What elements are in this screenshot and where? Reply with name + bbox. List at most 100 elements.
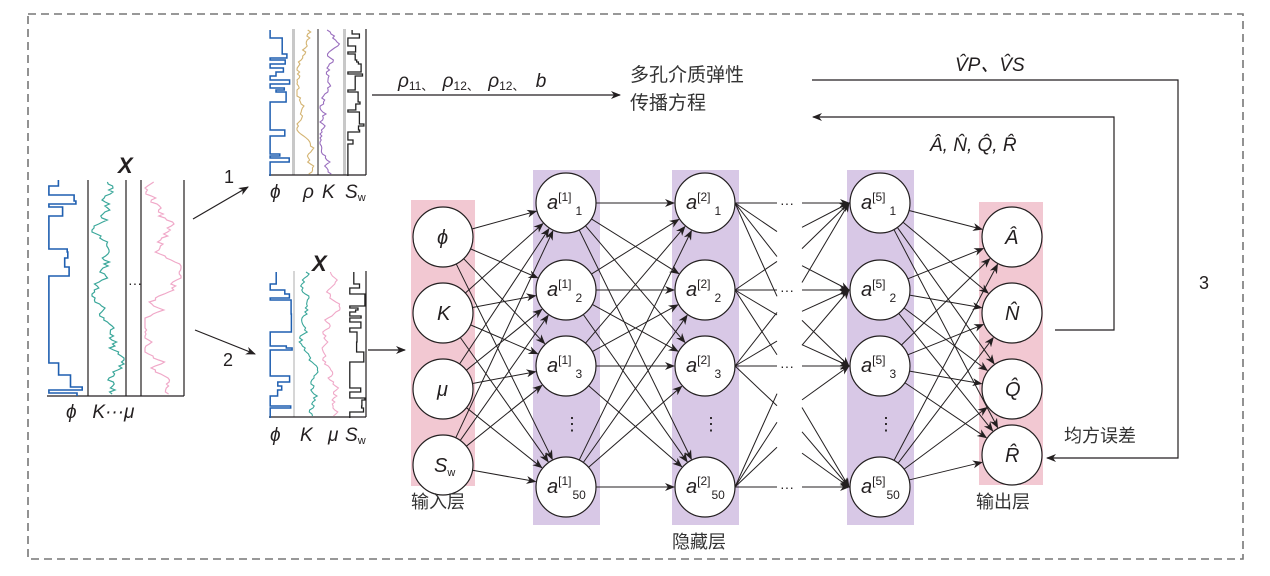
nodes: ϕKμSwa[1]1a[1]2a[1]3a[1]50⋮a[2]1a[2]2a[2… [412, 172, 1043, 518]
permeability-curve [298, 271, 319, 417]
connection-edge [901, 257, 991, 346]
sw-base: S [345, 425, 358, 446]
connection-stub [734, 421, 778, 488]
path-2-arrow [194, 329, 256, 355]
permeability-curve [91, 181, 126, 395]
connection-edge [466, 384, 543, 447]
connection-edge [459, 337, 549, 463]
input-node [412, 282, 474, 344]
connection-edge [908, 209, 983, 231]
connection-edge [909, 370, 983, 387]
param-sep: 、 [467, 79, 479, 93]
horizontal-ellipsis: ··· [780, 479, 794, 495]
saturation-curve [347, 30, 365, 176]
mu-curve [144, 181, 182, 395]
equation-line-2: 传播方程 [630, 92, 706, 114]
hidden-node [674, 335, 736, 397]
connection-edge [904, 382, 988, 439]
source-logs-title: X [116, 153, 134, 178]
connection-stub [734, 393, 778, 488]
output-node [981, 358, 1043, 420]
porosity-curve [48, 180, 83, 396]
hidden-node-label: a[5]50 [861, 474, 900, 502]
connection-stub [734, 260, 778, 291]
neural-network: ············ ϕKμSwa[1]1a[1]2a[1]3a[1]50⋮… [411, 170, 1043, 553]
connection-edge [459, 314, 549, 441]
connection-edge [588, 385, 683, 468]
hidden-node [849, 259, 911, 321]
connection-edge [582, 314, 688, 463]
output-node-label: Â [1004, 226, 1018, 249]
connection-edge [591, 218, 680, 275]
hidden-node-label: a[2]2 [686, 277, 721, 305]
connection-edge [592, 304, 679, 353]
mu-curve [321, 271, 341, 417]
hidden-node [674, 259, 736, 321]
velocity-label: V̂P、V̂S [955, 54, 1025, 76]
input-node [412, 358, 474, 420]
connection-stub [801, 202, 850, 283]
path-1-label: 1 [224, 167, 234, 187]
hidden-node [535, 335, 597, 397]
branch1-label-sw: Sw [345, 182, 366, 204]
connection-edge [459, 228, 550, 365]
output-node [981, 424, 1043, 486]
input-node-label: μ [436, 379, 448, 401]
source-logs-panel: X ··· ϕ K···μ [47, 153, 185, 423]
input-node-label: K [437, 303, 452, 325]
param-base: ρ [442, 71, 454, 92]
connection-stub [801, 265, 850, 291]
hidden-node [535, 172, 597, 234]
param-sub: 12 [454, 79, 468, 93]
connection-stub [801, 452, 850, 488]
connection-stub [734, 289, 778, 356]
branch2-logs-panel: X ϕ K μ Sw [269, 251, 367, 447]
connection-stub [734, 202, 778, 233]
hidden-node-label: a[5]1 [861, 190, 896, 218]
params-label: ρ11、 ρ12、 ρ12、 b [397, 71, 546, 95]
connection-edge [455, 263, 553, 461]
param-sub: 11 [409, 79, 422, 93]
branch1-logs-panel: ϕ ρ K Sw [269, 29, 367, 204]
input-node-label: Sw [434, 455, 455, 479]
connection-edge [465, 222, 544, 294]
branch1-gray-divider [292, 29, 295, 175]
connection-edge [466, 308, 543, 371]
param-sub: 12 [499, 79, 513, 93]
density-curve [296, 29, 315, 175]
input-node [412, 206, 474, 268]
path-2-label: 2 [223, 350, 233, 370]
hidden-node [674, 456, 736, 518]
hidden-node-label: a[5]2 [861, 277, 896, 305]
branch2-label-sw: Sw [345, 425, 366, 447]
connection-edge [896, 227, 995, 365]
hidden-node [849, 172, 911, 234]
path-1-arrow [192, 186, 249, 220]
hidden-node-label: a[1]3 [547, 353, 582, 381]
connection-edge [470, 248, 539, 279]
connection-stub [801, 407, 850, 488]
hidden-node [535, 456, 597, 518]
connection-stub [801, 289, 850, 312]
equation-line-1: 多孔介质弹性 [630, 64, 744, 86]
porosity-curve [269, 30, 291, 176]
source-axis-label: ϕ K···μ [66, 402, 135, 423]
hidden-node-label: a[1]1 [547, 190, 582, 218]
connection-stub [734, 312, 778, 367]
output-node [981, 282, 1043, 344]
param-base: b [536, 71, 547, 92]
output-node-label: Q̂ [1005, 378, 1021, 401]
loss-label: 均方误差 [1064, 426, 1136, 447]
branch2-label-mu: μ [327, 425, 339, 446]
hidden-node-label: a[1]2 [547, 277, 582, 305]
connection-edge [578, 229, 692, 461]
hidden-layer-label: 隐藏层 [672, 532, 726, 553]
path-3-label: 3 [1199, 273, 1209, 293]
hidden-node-label: a[2]3 [686, 353, 721, 381]
connection-edge [907, 324, 985, 356]
sw-base: S [345, 182, 358, 203]
connection-edge [471, 209, 538, 230]
connection-stub [801, 320, 850, 367]
connection-edge [903, 406, 988, 470]
